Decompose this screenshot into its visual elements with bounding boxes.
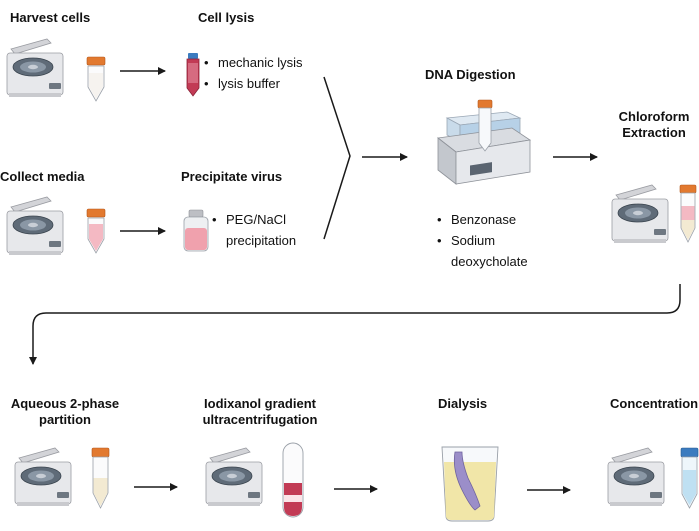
- gradient-tube-icon: [282, 442, 304, 518]
- centrifuge-icon: [6, 196, 64, 256]
- concentration-label: Concentration: [610, 396, 699, 411]
- converge-lines: [323, 76, 351, 240]
- collect-media-label: Collect media: [0, 169, 85, 184]
- aqueous-partition-label: Aqueous 2-phase partition: [10, 396, 120, 427]
- bullet-lysis-buffer: lysis buffer: [218, 76, 280, 91]
- precipitate-virus-label: Precipitate virus: [181, 169, 283, 184]
- centrifuge-icon: [607, 447, 665, 507]
- dialysis-label: Dialysis: [438, 396, 488, 411]
- dialysis-beaker-icon: [441, 446, 499, 522]
- chloroform-extraction-label: Chloroform Extraction: [618, 109, 690, 140]
- centrifuge-icon: [6, 38, 64, 98]
- bullet-sodium: Sodium: [451, 233, 496, 248]
- lysis-tube-icon: [186, 53, 200, 97]
- cell-lysis-label: Cell lysis: [198, 10, 255, 25]
- centrifuge-icon: [205, 447, 263, 507]
- precipitate-bullets: •PEG/NaCl precipitation: [212, 209, 296, 251]
- dna-digestion-label: DNA Digestion: [425, 67, 516, 82]
- connector-to-row-2: [29, 284, 681, 365]
- bullet-precipitation: precipitation: [226, 233, 297, 248]
- centrifuge-icon: [14, 447, 72, 507]
- centrifuge-icon: [611, 184, 669, 244]
- bullet-deoxycholate: deoxycholate: [451, 254, 528, 269]
- concentrator-tube-icon: [680, 447, 699, 509]
- harvest-cells-label: Harvest cells: [10, 10, 91, 25]
- bullet-benzonase: Benzonase: [451, 212, 517, 227]
- chloroform-tube-icon: [679, 184, 697, 243]
- iodixanol-label: Iodixanol gradient ultracentrifugation: [202, 396, 318, 427]
- bullet-mechanic-lysis: mechanic lysis: [218, 55, 303, 70]
- dna-digestion-bullets: •Benzonase •Sodium deoxycholate: [437, 209, 528, 272]
- media-tube-icon: [86, 208, 106, 254]
- cell-lysis-bullets: •mechanic lysis •lysis buffer: [204, 55, 303, 91]
- conical-tube-icon: [86, 56, 106, 102]
- bullet-peg-nacl: PEG/NaCl: [226, 212, 286, 227]
- partition-tube-icon: [91, 447, 110, 509]
- water-bath-icon: [437, 99, 532, 185]
- precipitation-jar-icon: [183, 209, 209, 252]
